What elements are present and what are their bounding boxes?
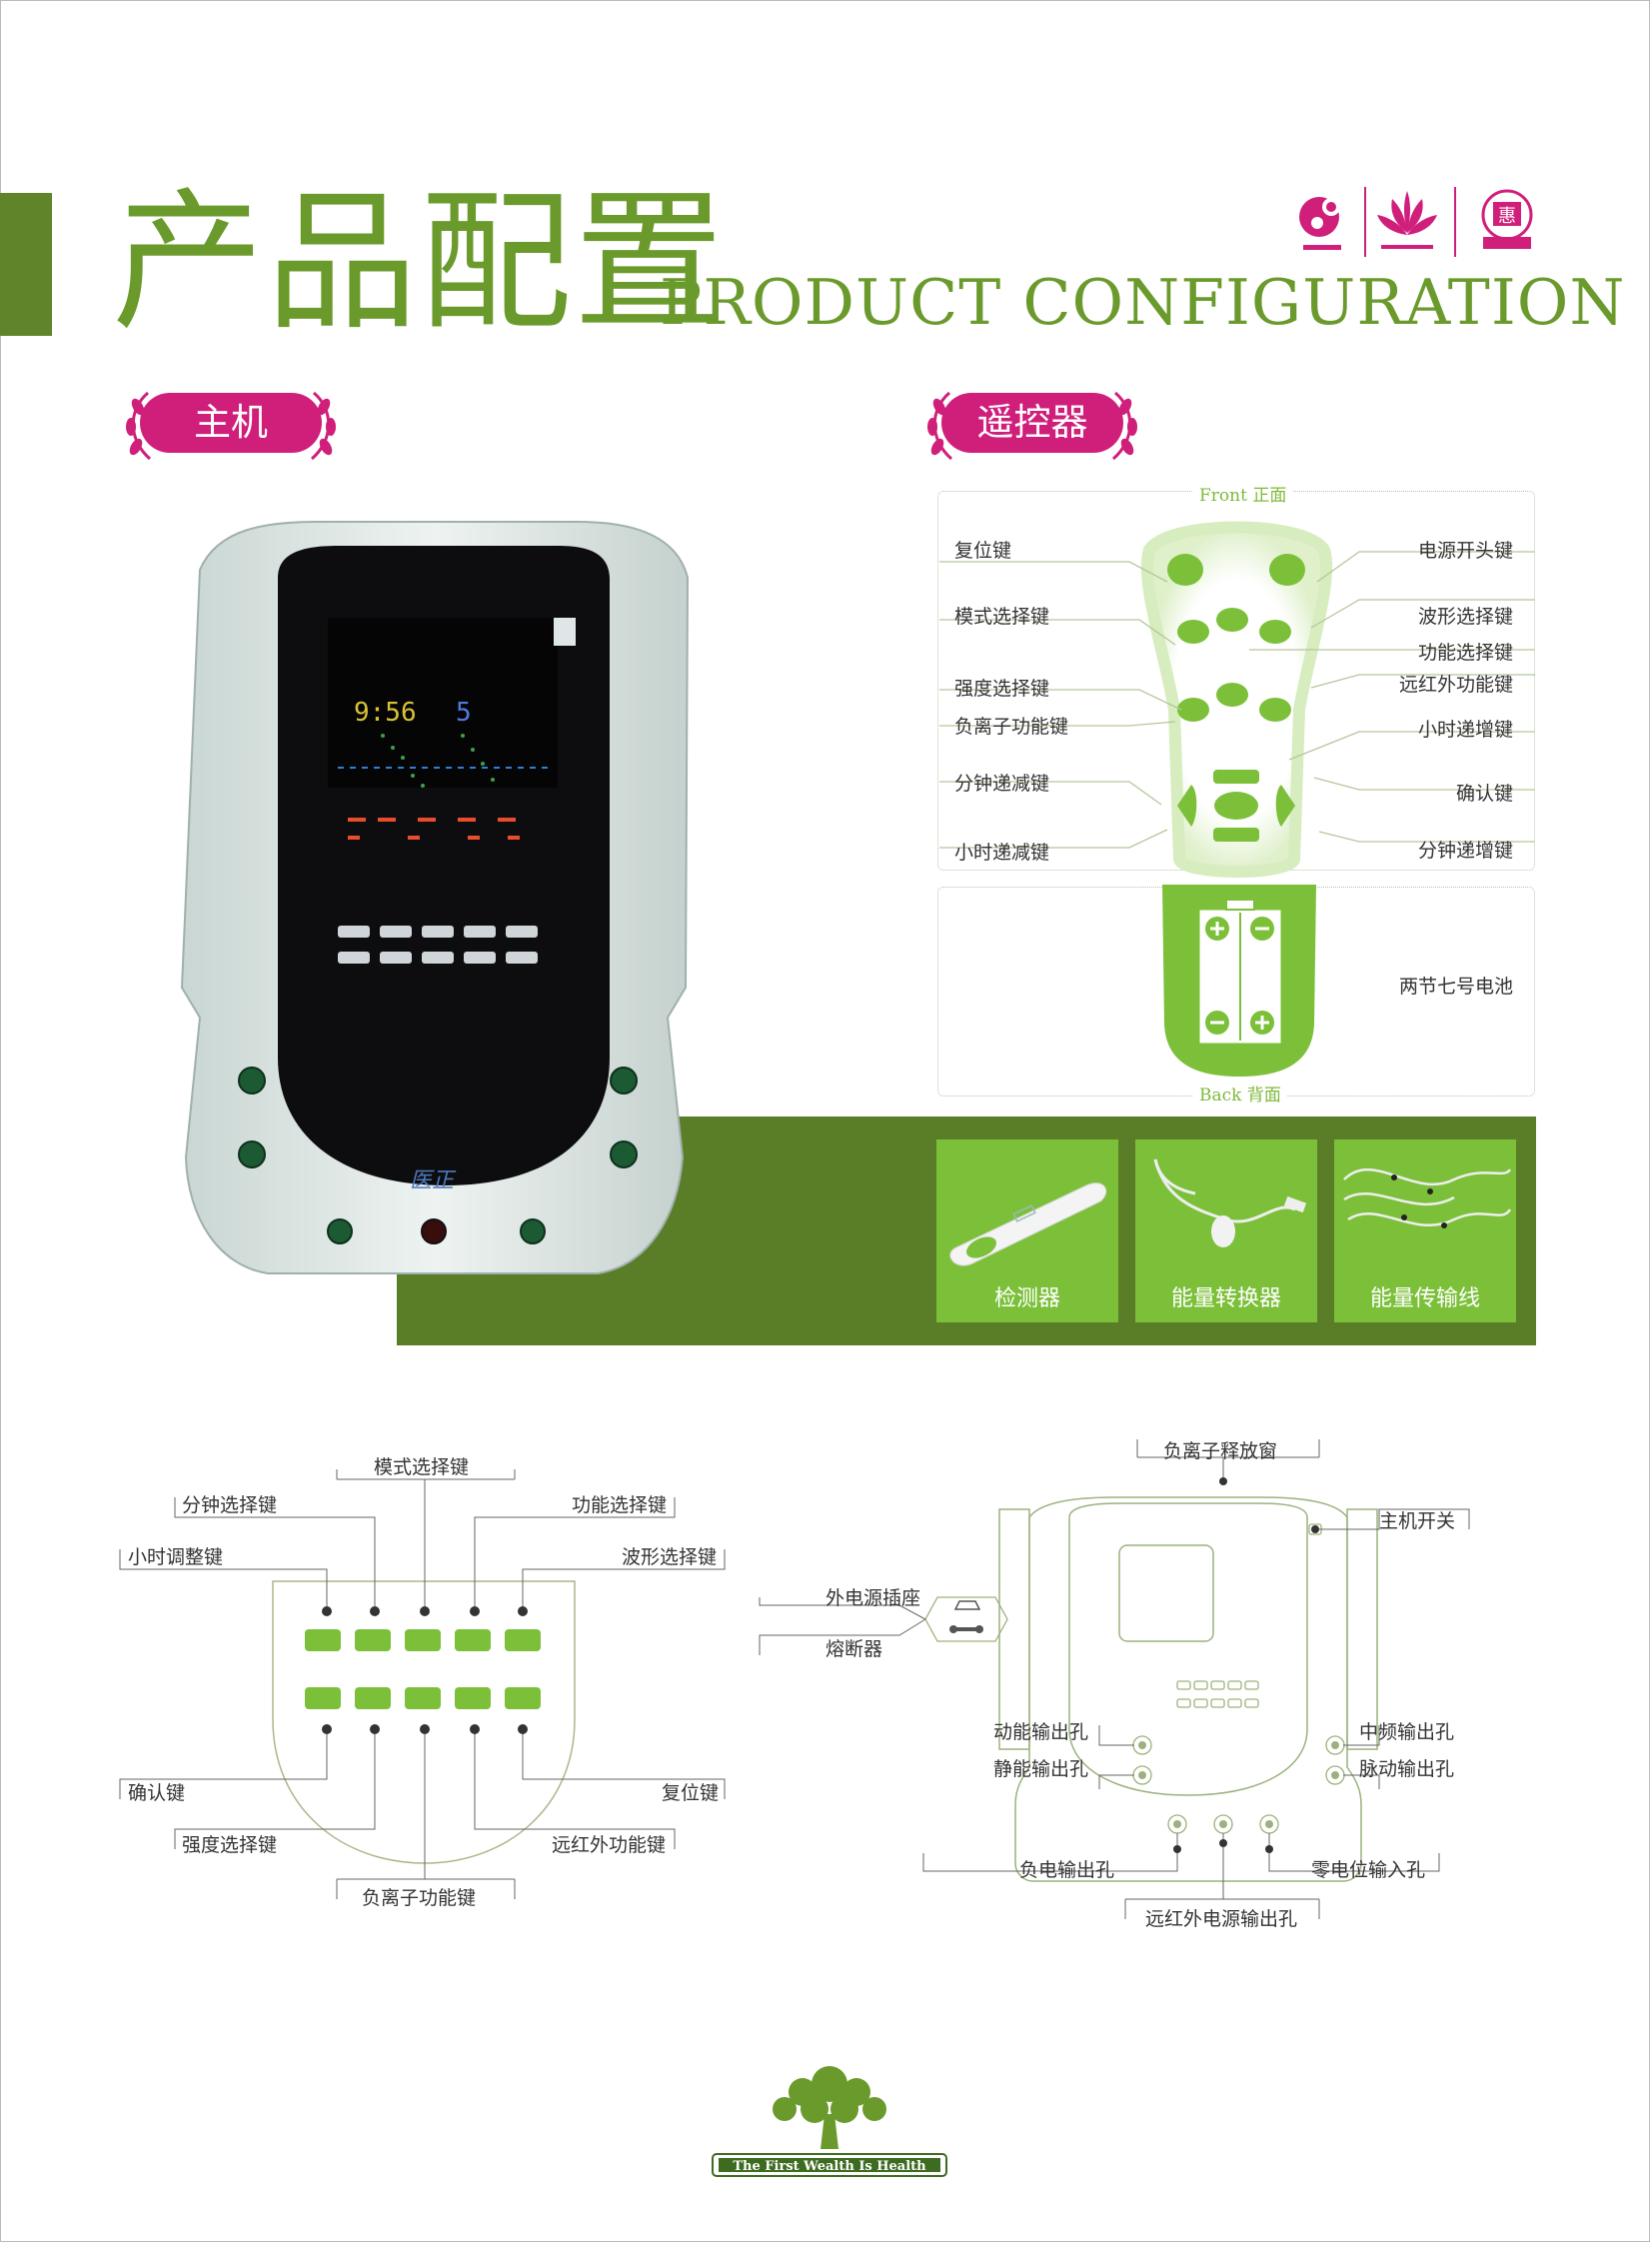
remote-label-anion: 负离子功能键: [954, 716, 1069, 738]
remote-label-hour-down: 小时递减键: [954, 842, 1050, 864]
remote-label-waveform: 波形选择键: [1417, 606, 1513, 628]
detector-icon: [949, 1182, 1107, 1266]
lotus-icon: [1377, 191, 1437, 249]
panel-label-reset: 复位键: [662, 1782, 720, 1804]
accessory-energy-converter: 能量转换器: [1135, 1139, 1317, 1322]
brand-logo-icon: [1299, 197, 1341, 250]
control-panel-diagram: [119, 1469, 726, 1899]
device-label-neg-out: 负电输出孔: [1019, 1859, 1115, 1881]
remote-label-intensity: 强度选择键: [954, 678, 1050, 700]
remote-label-mode: 模式选择键: [954, 606, 1050, 628]
panel-label-far-infrared: 远红外功能键: [552, 1834, 667, 1856]
accessory-label: 检测器: [993, 1286, 1060, 1311]
remote-front-caption: Front 正面: [1193, 481, 1293, 506]
main-unit-photo: 9:56 5 医正: [180, 521, 690, 1274]
device-label-far-ir-out: 远红外电源输出孔: [1145, 1908, 1298, 1930]
remote-back-caption: Back 背面: [1193, 1081, 1287, 1106]
panel-label-mode: 模式选择键: [374, 1456, 470, 1478]
device-label-zero-in: 零电位输入孔: [1311, 1859, 1426, 1881]
svg-text:惠: 惠: [1498, 206, 1516, 227]
remote-label-far-infrared: 远红外功能键: [1398, 674, 1513, 696]
remote-label-reset: 复位键: [954, 540, 1012, 562]
device-label-mid-freq-out: 中频输出孔: [1359, 1721, 1455, 1743]
footer-slogan: The First Wealth Is Health: [733, 2159, 926, 2174]
brand-logos: 惠: [1299, 187, 1533, 257]
device-outline-diagram: [759, 1439, 1470, 1919]
device-label-static-out: 静能输出孔: [993, 1758, 1089, 1780]
panel-label-function: 功能选择键: [572, 1494, 668, 1516]
page-title-cn: 产品配置: [112, 174, 728, 351]
badge-icon: 惠: [1481, 189, 1533, 249]
panel-label-anion: 负离子功能键: [362, 1887, 477, 1909]
tree-logo: The First Wealth Is Health: [712, 2066, 947, 2177]
remote-battery-label: 两节七号电池: [1398, 976, 1513, 998]
panel-label-intensity: 强度选择键: [182, 1834, 278, 1856]
device-label-fuse: 熔断器: [826, 1638, 883, 1660]
panel-label-confirm: 确认键: [128, 1782, 186, 1804]
section-pill-main-unit: 主机: [140, 393, 322, 453]
panel-label-hour: 小时调整键: [128, 1546, 224, 1568]
section-pill-remote: 遥控器: [941, 393, 1123, 453]
remote-callout-lines: [939, 551, 1535, 849]
remote-label-confirm: 确认键: [1455, 783, 1513, 805]
remote-back-illustration: [1162, 885, 1316, 1077]
accessory-energy-cable: 能量传输线: [1334, 1139, 1516, 1322]
remote-label-hour-up: 小时递增键: [1417, 719, 1513, 741]
remote-label-function: 功能选择键: [1417, 642, 1513, 664]
page-title-en: PRODUCT CONFIGURATION: [660, 266, 1626, 339]
accessory-label: 能量转换器: [1170, 1286, 1281, 1311]
laurel-left-icon: [126, 391, 336, 461]
remote-front-illustration: [1140, 521, 1333, 878]
device-label-power-switch: 主机开关: [1379, 1510, 1456, 1532]
accessory-detector: 检测器: [936, 1139, 1118, 1322]
panel-label-waveform: 波形选择键: [622, 1546, 718, 1568]
panel-label-minute: 分钟选择键: [182, 1494, 278, 1516]
accent-bar: [0, 193, 52, 336]
device-label-external-power: 外电源插座: [826, 1587, 921, 1609]
device-brand: 医正: [410, 1168, 457, 1193]
remote-label-power: 电源开头键: [1417, 540, 1513, 562]
device-label-pulse-out: 脉动输出孔: [1359, 1758, 1455, 1780]
device-label-dynamic-out: 动能输出孔: [993, 1721, 1089, 1743]
screen-digits-left: 9:56: [354, 698, 417, 728]
accessory-label: 能量传输线: [1369, 1286, 1480, 1311]
remote-label-minute-up: 分钟递增键: [1417, 840, 1513, 862]
screen-digit-right: 5: [456, 698, 472, 728]
laurel-right-icon: [927, 391, 1137, 461]
device-label-anion-window: 负离子释放窗: [1163, 1440, 1278, 1462]
cable-icon: [1343, 1167, 1512, 1228]
converter-icon: [1153, 1158, 1307, 1247]
remote-label-minute-down: 分钟递减键: [954, 773, 1050, 795]
